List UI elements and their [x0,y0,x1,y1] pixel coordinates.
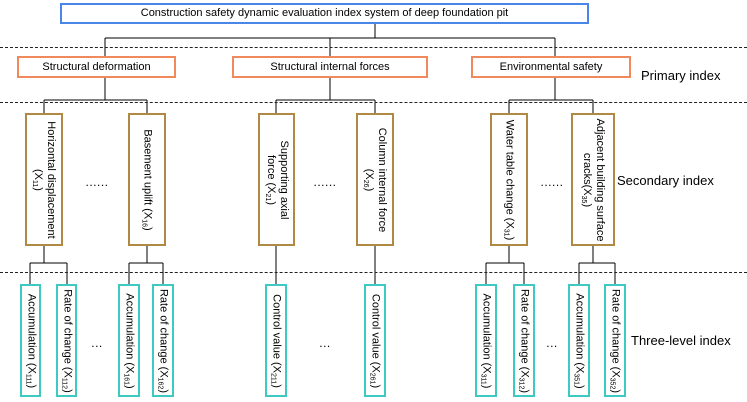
third-node-accumulation-311: Accumulation (X311) [475,284,497,397]
third-node-accumulation-351: Accumulation (X351) [568,284,590,397]
third-label: Accumulation (X111) [24,293,37,388]
third-label: Accumulation (X311) [479,293,493,388]
connector-primary-2 [275,78,376,113]
level-label-primary: Primary index [641,68,721,83]
connector-secondary-6 [578,246,616,284]
third-label: Rate of change (X312) [517,288,531,393]
secondary-ellipsis: ...... [313,175,337,189]
third-node-control-261: Control value (X261) [364,284,386,397]
third-node-accumulation-161: Accumulation (X161) [118,284,140,397]
third-ellipsis: ... [319,336,331,350]
third-node-rate-312: Rate of change (X312) [513,284,535,397]
primary-node-structural-internal-forces: Structural internal forces [232,56,428,78]
third-node-accumulation-111: Accumulation (X111) [20,284,41,397]
level-separator-1 [0,47,747,48]
secondary-node-water-table-change: Water table change (X31) [490,113,528,246]
primary-label: Structural deformation [42,60,151,73]
primary-node-structural-deformation: Structural deformation [17,56,176,78]
third-node-rate-162: Rate of change (X162) [152,284,174,397]
secondary-label: Horizontal displacement(X11) [31,120,57,239]
third-node-rate-112: Rate of change (X112) [56,284,77,397]
level-label-third: Three-level index [631,333,731,348]
connector-primary-1 [43,78,148,113]
secondary-ellipsis: ...... [540,175,564,189]
third-label: Rate of change (X112) [60,288,73,393]
third-ellipsis: ... [546,336,558,350]
secondary-label: Column internal force(X26) [362,127,388,232]
third-label: Rate of change (X352) [608,288,622,393]
secondary-ellipsis: ...... [85,175,109,189]
connector-root [104,24,556,56]
primary-label: Structural internal forces [270,60,390,73]
third-node-rate-352: Rate of change (X352) [604,284,626,397]
connector-secondary-1 [29,246,68,284]
third-node-control-211: Control value (X211) [265,284,287,397]
secondary-node-horizontal-displacement: Horizontal displacement(X11) [25,113,63,246]
third-label: Control value (X211) [269,293,283,388]
third-label: Rate of change (X162) [156,288,170,393]
root-title: Construction safety dynamic evaluation i… [140,7,509,19]
third-label: Accumulation (X161) [122,292,136,389]
primary-node-environmental-safety: Environmental safety [471,56,631,78]
secondary-label: Basement uplift (X16) [140,128,154,231]
connector-secondary-2 [128,246,164,284]
connector-secondary-5 [485,246,525,284]
secondary-node-column-internal-force: Column internal force(X26) [356,113,394,246]
level-separator-3 [0,272,747,273]
root-node: Construction safety dynamic evaluation i… [60,3,589,24]
level-separator-2 [0,102,747,103]
third-label: Control value (X261) [368,293,382,388]
secondary-label: Water table change (X31) [502,119,516,240]
primary-label: Environmental safety [499,60,603,73]
level-label-secondary: Secondary index [617,173,714,188]
connector-primary-3 [508,78,594,113]
secondary-node-basement-uplift: Basement uplift (X16) [128,113,166,246]
third-ellipsis: ... [91,336,103,350]
third-label: Accumulation (X351) [572,292,586,389]
